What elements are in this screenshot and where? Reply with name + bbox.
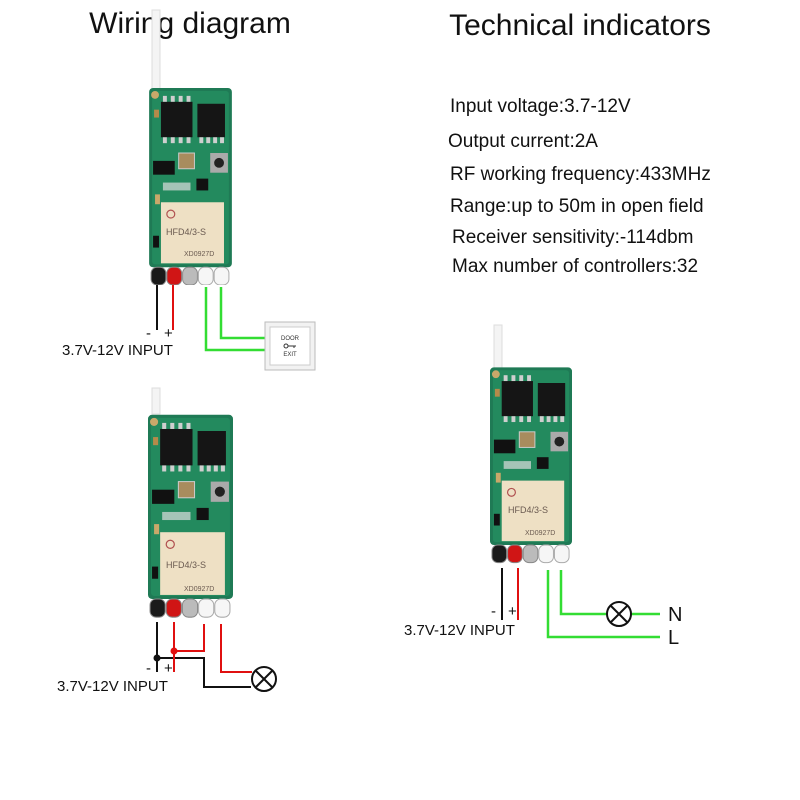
lamp-icon — [606, 601, 632, 627]
plus-label: + — [164, 660, 173, 677]
spec-input-voltage: Input voltage:3.7-12V — [450, 96, 631, 117]
input-label: 3.7V-12V INPUT — [62, 342, 173, 359]
relay-code-text: XD0927D — [184, 251, 214, 258]
wiring-title: Wiring diagram — [89, 7, 291, 40]
receiver-board-lamp-dc: HFD4/3-S XD0927D - + 3.7V-12V INPUT — [57, 387, 277, 695]
input-label: 3.7V-12V INPUT — [404, 622, 515, 639]
antenna — [151, 9, 161, 93]
exit-text: EXIT — [283, 352, 297, 358]
spec-rf-frequency: RF working frequency:433MHz — [450, 164, 711, 185]
minus-label: - — [146, 325, 151, 342]
technical-title: Technical indicators — [449, 9, 711, 42]
door-exit-button: DOOR EXIT — [264, 321, 316, 371]
neutral-label: N — [668, 604, 682, 626]
spec-output-current: Output current:2A — [448, 131, 598, 152]
spec-range: Range:up to 50m in open field — [450, 196, 704, 217]
minus-label: - — [146, 660, 151, 677]
relay-model-text: HFD4/3-S — [166, 560, 206, 570]
minus-label: - — [491, 603, 496, 620]
receiver-board-lamp-ac: HFD4/3-S XD0927D N L - + 3.7V-12V INPUT — [404, 324, 682, 649]
spec-list: Input voltage:3.7-12V Output current:2A … — [448, 96, 711, 277]
plus-label: + — [164, 325, 173, 342]
antenna — [493, 324, 503, 370]
antenna — [151, 387, 161, 415]
spec-max-controllers: Max number of controllers:32 — [452, 256, 698, 277]
relay-code-text: XD0927D — [184, 586, 214, 593]
input-label: 3.7V-12V INPUT — [57, 678, 168, 695]
relay-code-text: XD0927D — [525, 530, 555, 537]
live-label: L — [668, 627, 679, 649]
door-text: DOOR — [281, 336, 300, 342]
spec-sensitivity: Receiver sensitivity:-114dbm — [452, 227, 693, 248]
plus-label: + — [508, 603, 517, 620]
receiver-board-door: HFD4/3-S XD0927D DOOR EXIT - + 3.7V-12V … — [62, 9, 316, 371]
key-icon — [283, 343, 296, 349]
relay-model-text: HFD4/3-S — [166, 227, 206, 237]
relay-model-text: HFD4/3-S — [508, 505, 548, 515]
lamp-icon — [251, 666, 277, 692]
